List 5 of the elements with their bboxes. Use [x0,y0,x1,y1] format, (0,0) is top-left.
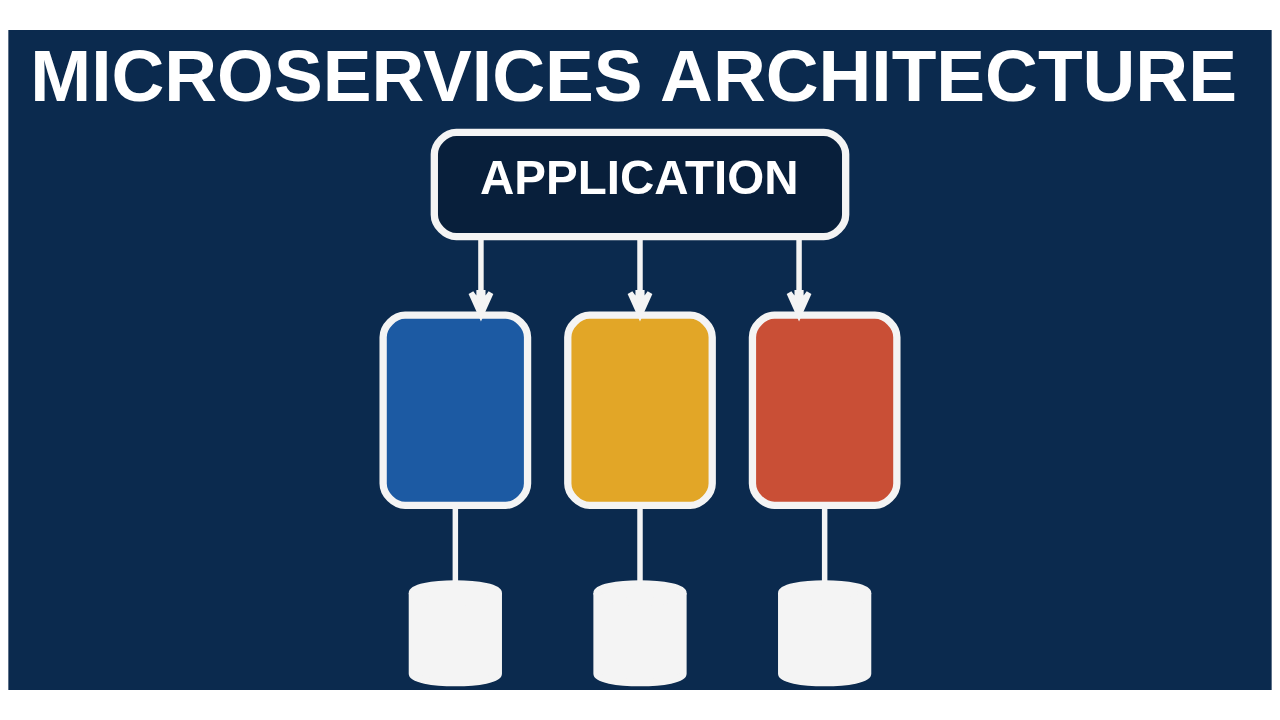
node-box [748,311,901,509]
node-box: APPLICATION [430,128,850,241]
node-box [564,311,716,509]
node-box [379,311,532,509]
diagram-title: MICROSERVICES ARCHITECTURE [30,35,1237,117]
